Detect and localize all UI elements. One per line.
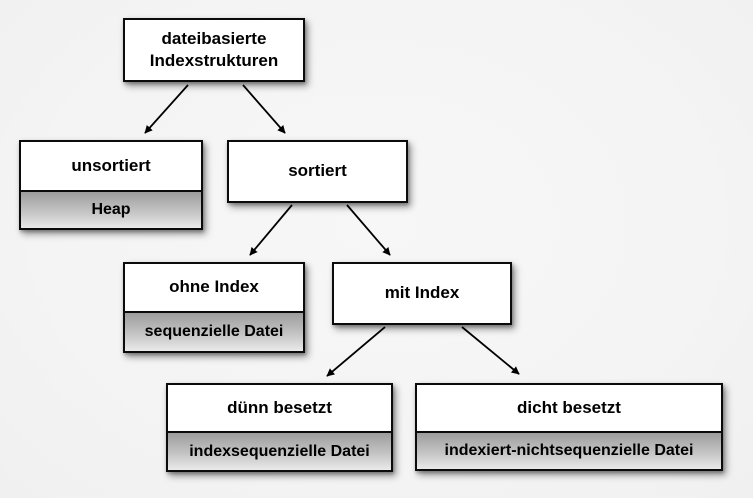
edge-with-index-dense xyxy=(461,326,520,375)
node-sparse-label: dünn besetzt xyxy=(227,397,332,417)
node-dense-sublabel: indexiert-nichtsequenzielle Datei xyxy=(417,431,721,469)
node-dense-label: dicht besetzt xyxy=(517,397,621,417)
edge-sorted-with-index xyxy=(346,204,391,256)
node-sparse: dünn besetzt indexsequenzielle Datei xyxy=(166,383,393,472)
node-sorted: sortiert xyxy=(227,140,408,203)
node-root-label: dateibasierte Indexstrukturen xyxy=(149,28,279,70)
node-unsorted: unsortiert Heap xyxy=(19,140,203,230)
node-no-index-sublabel: sequenzielle Datei xyxy=(125,311,303,351)
edge-root-sorted xyxy=(242,84,286,134)
node-root: dateibasierte Indexstrukturen xyxy=(123,18,305,82)
node-with-index: mit Index xyxy=(332,262,512,325)
node-no-index-label: ohne Index xyxy=(169,277,259,297)
edge-with-index-sparse xyxy=(326,326,386,377)
node-unsorted-sublabel: Heap xyxy=(21,190,201,228)
edge-root-unsorted xyxy=(144,84,189,134)
node-unsorted-label: unsortiert xyxy=(71,155,151,175)
node-sorted-label: sortiert xyxy=(288,161,347,181)
node-dense: dicht besetzt indexiert-nichtsequenziell… xyxy=(415,383,723,471)
edge-sorted-no-index xyxy=(249,204,293,256)
node-with-index-label: mit Index xyxy=(384,283,460,303)
node-sparse-sublabel: indexsequenzielle Datei xyxy=(168,431,391,470)
node-no-index: ohne Index sequenzielle Datei xyxy=(123,262,305,353)
